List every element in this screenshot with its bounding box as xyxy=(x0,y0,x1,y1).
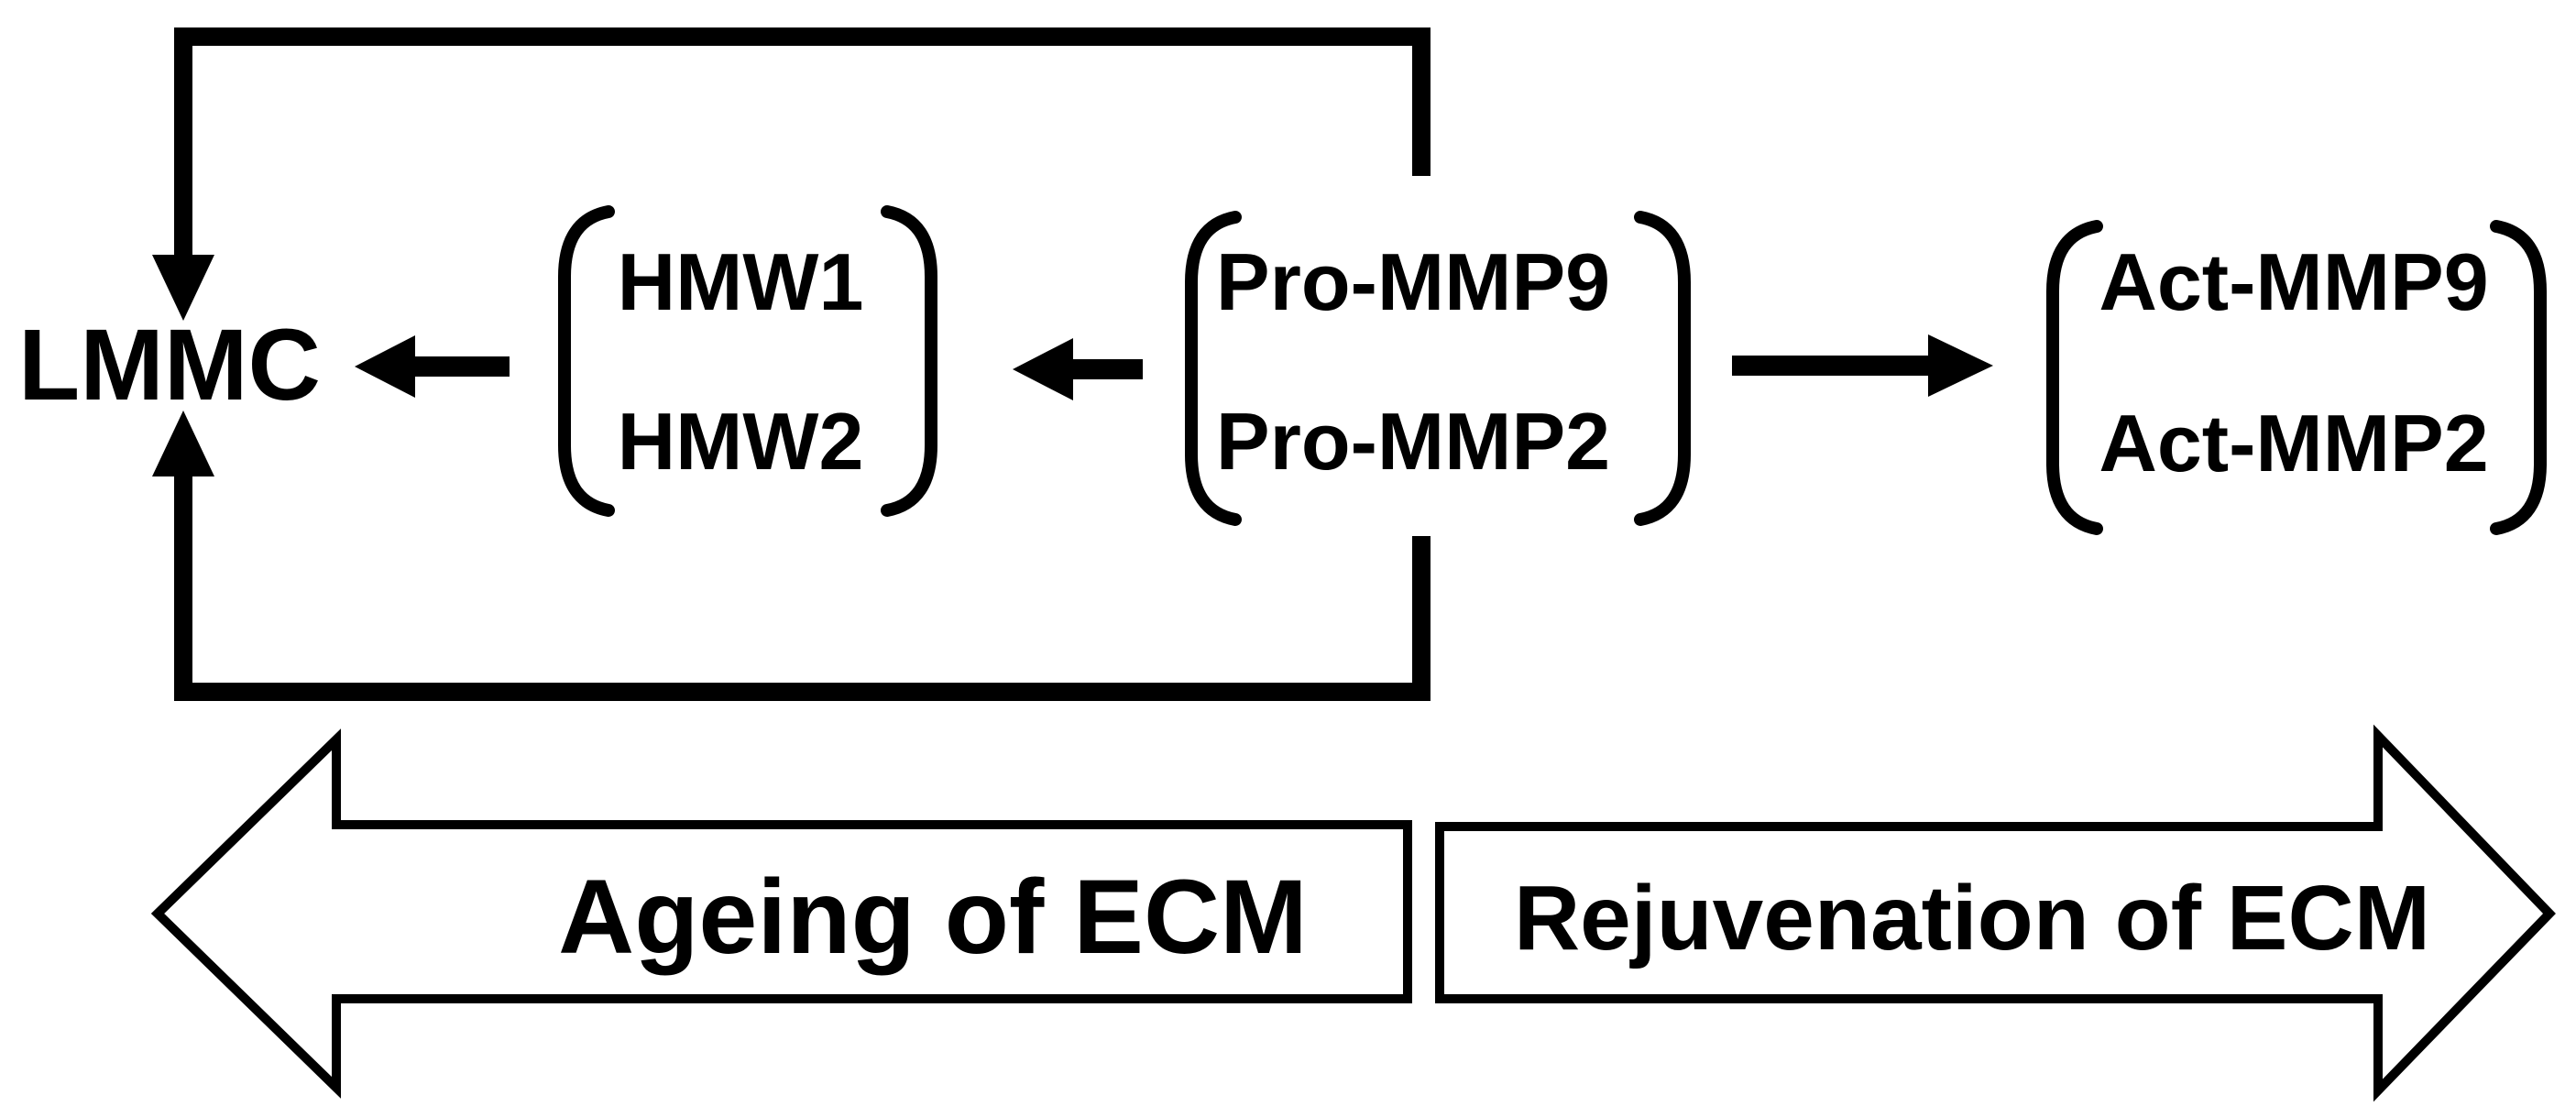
right-arrowhead-icon xyxy=(1928,334,1993,397)
right-block-arrow-icon xyxy=(1435,724,2556,1102)
down-arrowhead-icon xyxy=(152,255,214,321)
left-block-arrow-icon xyxy=(150,728,1412,1099)
left-bracket-icon xyxy=(558,205,615,517)
hmw-group: HMW1 HMW2 xyxy=(558,205,937,517)
right-bracket-icon xyxy=(2490,220,2547,535)
pro-mmp-group: Pro-MMP9 Pro-MMP2 xyxy=(1185,211,1691,526)
arrow-hmw-to-lmmc xyxy=(355,335,510,398)
left-bracket-icon xyxy=(1185,211,1242,526)
feedback-loop-top xyxy=(152,27,1431,321)
left-bracket-icon xyxy=(2046,220,2103,535)
hmw-row2-label: HMW2 xyxy=(618,396,864,487)
arrow-pro-to-act xyxy=(1732,334,1993,397)
pro-mmp-row2-label: Pro-MMP2 xyxy=(1216,396,1610,487)
act-mmp-group: Act-MMP9 Act-MMP2 xyxy=(2046,220,2547,535)
ageing-axis-arrow: Ageing of ECM xyxy=(150,728,1412,1099)
feedback-loop-bottom-line xyxy=(174,469,1431,701)
left-arrowhead-icon xyxy=(1013,338,1073,400)
feedback-loop-top-line xyxy=(174,27,1431,261)
left-arrowhead-icon xyxy=(355,335,415,398)
rejuvenation-axis-label: Rejuvenation of ECM xyxy=(1514,867,2430,969)
act-mmp-row1-label: Act-MMP9 xyxy=(2099,236,2488,327)
right-bracket-icon xyxy=(881,205,937,517)
rejuvenation-axis-arrow: Rejuvenation of ECM xyxy=(1435,724,2556,1102)
right-bracket-icon xyxy=(1634,211,1691,526)
up-arrowhead-icon xyxy=(152,411,214,476)
feedback-loop-bottom xyxy=(152,411,1431,701)
ageing-axis-label: Ageing of ECM xyxy=(558,859,1308,976)
lmmc-label: LMMC xyxy=(18,309,321,422)
arrow-pro-to-hmw xyxy=(1013,338,1143,400)
pro-mmp-row1-label: Pro-MMP9 xyxy=(1216,236,1610,327)
act-mmp-row2-label: Act-MMP2 xyxy=(2099,398,2488,488)
hmw-row1-label: HMW1 xyxy=(618,236,864,327)
